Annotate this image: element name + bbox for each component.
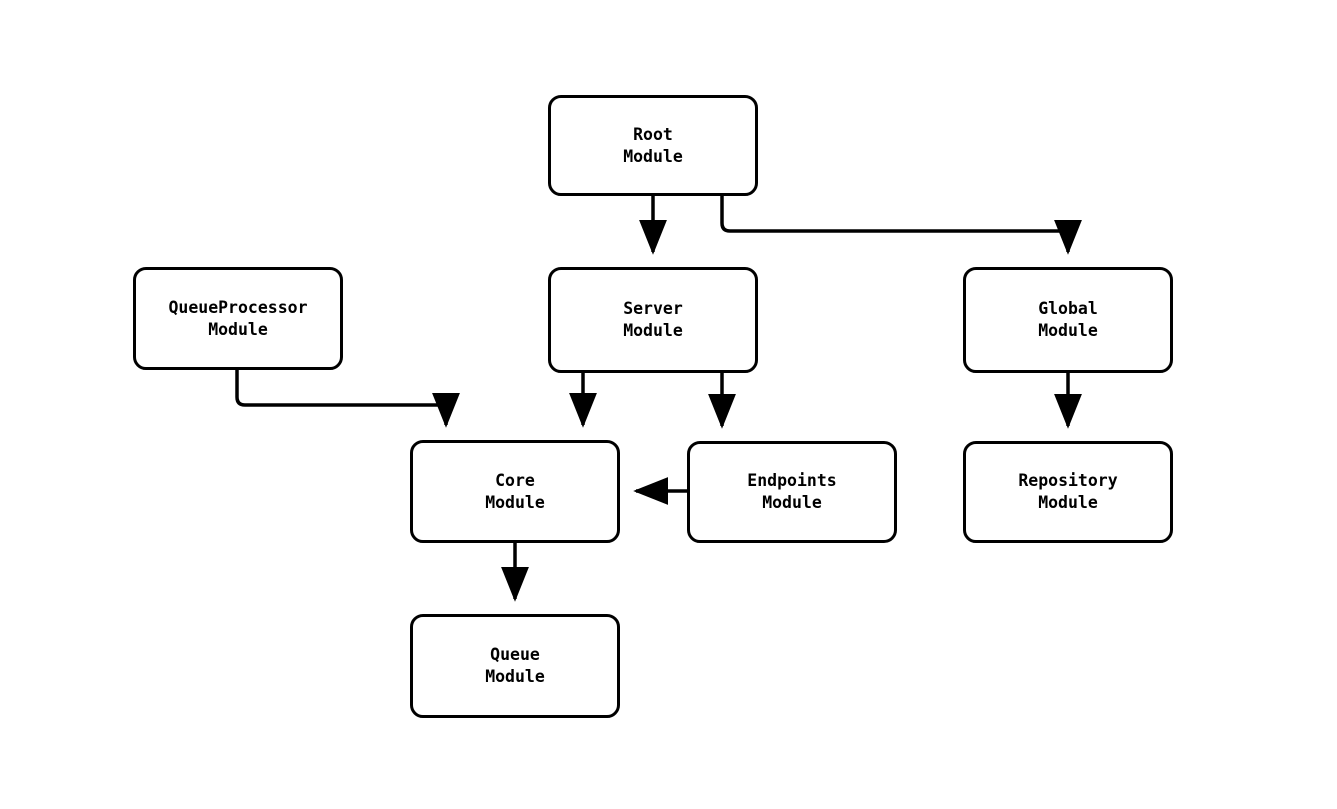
node-queue-label: Queue Module — [485, 645, 545, 686]
edge-queueprocessor-to-core — [235, 370, 460, 428]
node-queueprocessor[interactable]: QueueProcessor Module — [133, 267, 343, 370]
node-core-label: Core Module — [485, 470, 545, 512]
node-repository-label: Repository Module — [1018, 471, 1118, 512]
node-root[interactable]: Root Module — [548, 95, 758, 196]
node-global[interactable]: Global Module — [963, 267, 1173, 373]
node-server[interactable]: Server Module — [548, 267, 758, 373]
node-core[interactable]: Core Module — [410, 440, 620, 543]
node-global-label: Global Module — [1038, 299, 1098, 340]
node-repository[interactable]: Repository Module — [963, 441, 1173, 543]
node-root-label: Root Module — [623, 124, 683, 166]
node-server-label: Server Module — [623, 299, 683, 340]
node-endpoints[interactable]: Endpoints Module — [687, 441, 897, 543]
node-queue[interactable]: Queue Module — [410, 614, 620, 718]
edge-root-to-global — [720, 196, 1082, 255]
node-endpoints-label: Endpoints Module — [747, 471, 837, 512]
node-queueprocessor-label: QueueProcessor Module — [168, 297, 308, 339]
